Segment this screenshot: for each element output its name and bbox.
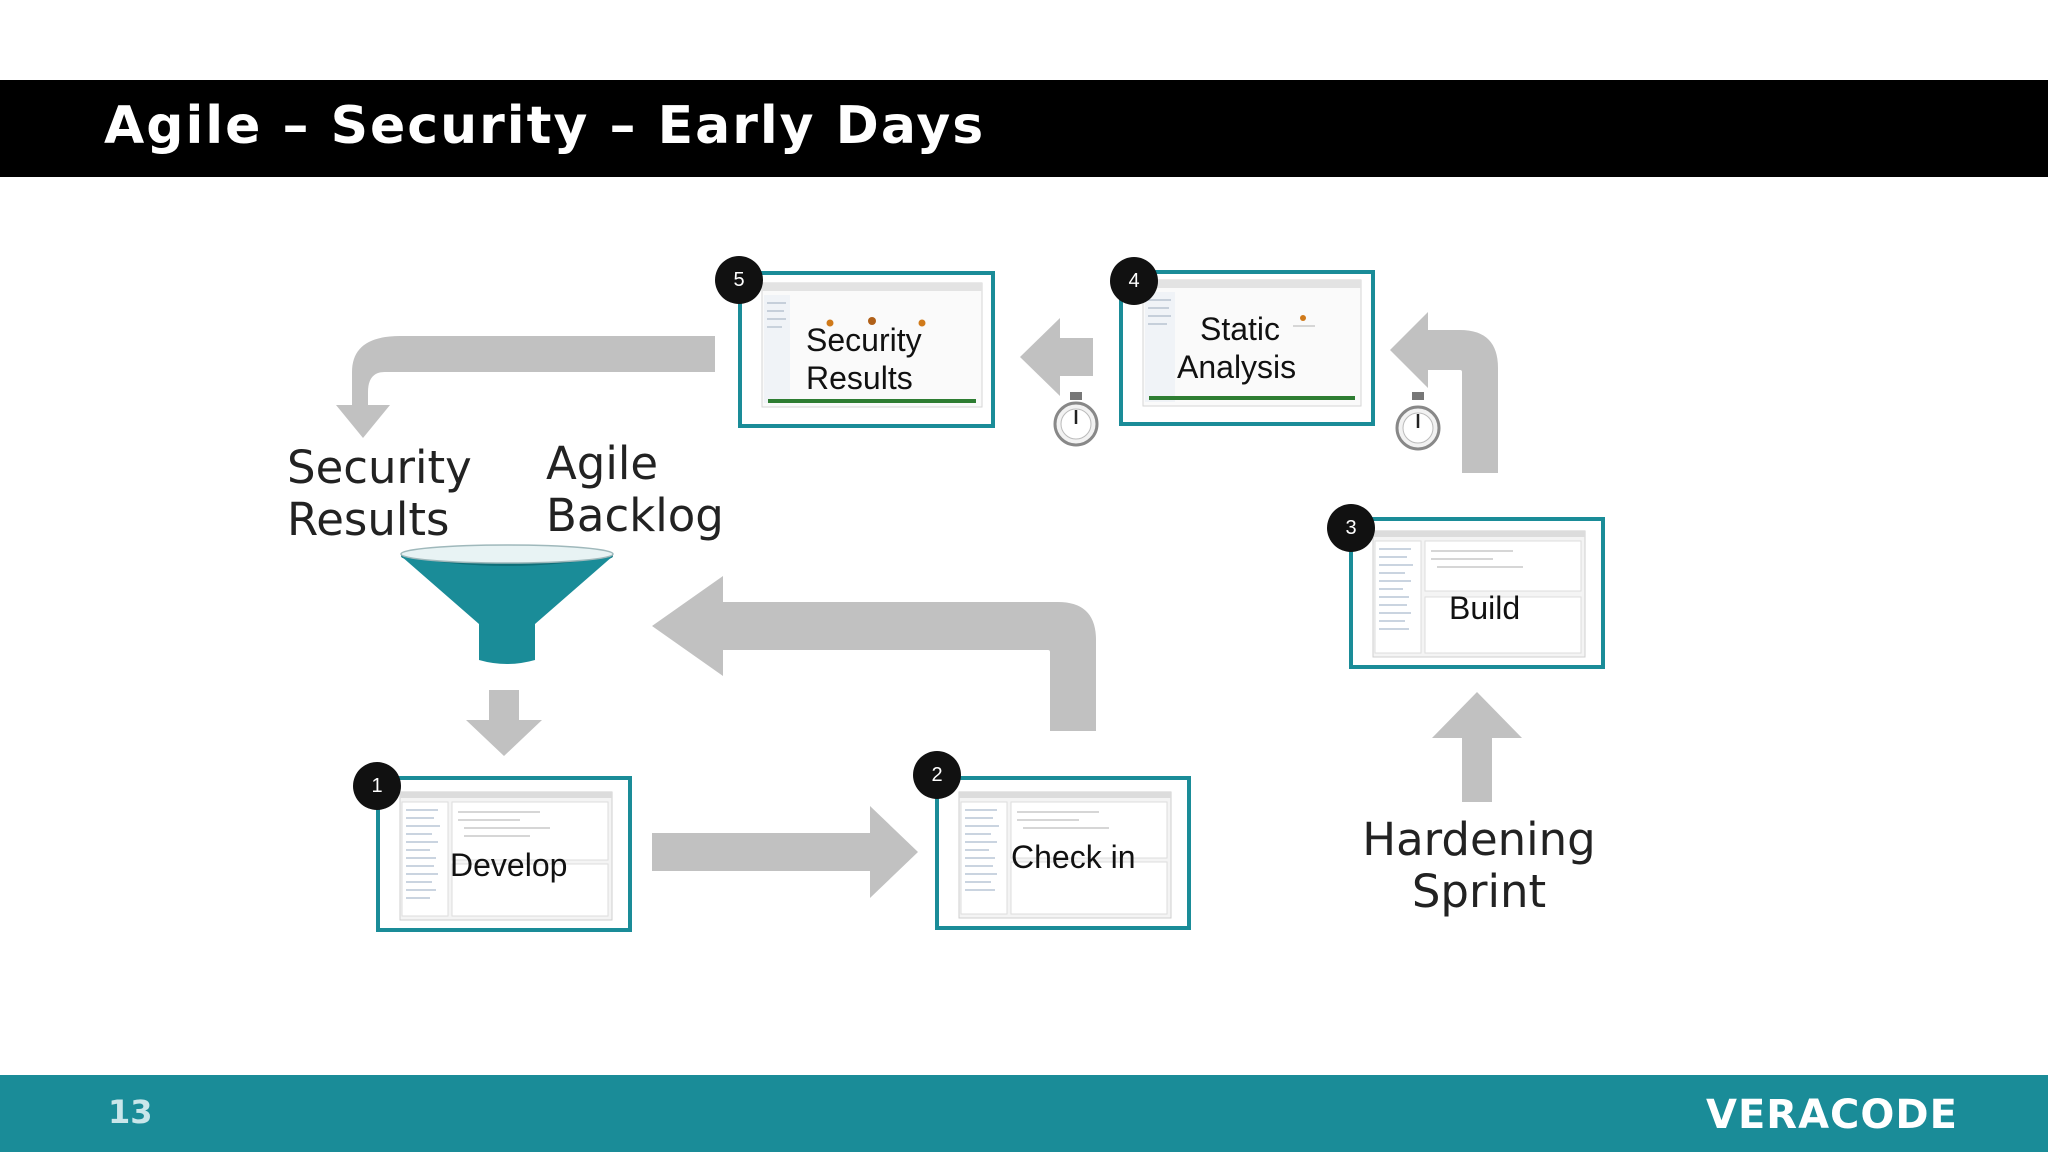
step-build: Build bbox=[1349, 517, 1605, 669]
arrow-hardening-to-build bbox=[1432, 692, 1522, 802]
web-screenshot-thumbnail bbox=[761, 282, 983, 408]
agile-backlog-label: Agile Backlog bbox=[546, 438, 724, 542]
step-3-badge: 3 bbox=[1327, 504, 1375, 552]
step-2-badge: 2 bbox=[913, 751, 961, 799]
arrow-checkin-to-backlog bbox=[652, 576, 1096, 731]
step-security-results-label-line2: Results bbox=[806, 360, 913, 396]
agile-backlog-label-line1: Agile bbox=[546, 437, 659, 490]
ide-screenshot-thumbnail bbox=[399, 791, 613, 921]
step-check-in-label: Check in bbox=[1011, 839, 1136, 875]
step-security-results: Security Results bbox=[738, 271, 995, 428]
footer-bar bbox=[0, 1075, 2048, 1152]
step-1-badge: 1 bbox=[353, 762, 401, 810]
slide-title: Agile – Security – Early Days bbox=[104, 96, 986, 156]
step-security-results-label: Security Results bbox=[806, 321, 922, 397]
step-develop: Develop bbox=[376, 776, 632, 932]
stopwatch-icon bbox=[1395, 392, 1441, 451]
step-static-analysis-label-line2: Analysis bbox=[1177, 349, 1297, 385]
step-security-results-label-line1: Security bbox=[806, 322, 922, 358]
title-bar bbox=[0, 80, 2048, 177]
security-results-label-line2: Results bbox=[287, 493, 450, 546]
funnel-icon bbox=[400, 544, 614, 664]
security-results-label: Security Results bbox=[287, 442, 472, 546]
brand-logo: VERACODE bbox=[1706, 1092, 1958, 1138]
step-check-in: Check in bbox=[935, 776, 1191, 930]
hardening-sprint-label-line1: Hardening bbox=[1362, 813, 1596, 866]
step-static-analysis-label-line1: Static bbox=[1199, 311, 1281, 347]
arrow-analysis-to-results bbox=[1020, 318, 1093, 396]
agile-backlog-label-line2: Backlog bbox=[546, 489, 724, 542]
arrow-results-to-backlog bbox=[336, 336, 715, 438]
ide-screenshot-thumbnail bbox=[1372, 530, 1586, 658]
step-static-analysis: Static Analysis bbox=[1119, 270, 1375, 426]
page-number: 13 bbox=[108, 1093, 153, 1131]
step-4-badge: 4 bbox=[1110, 257, 1158, 305]
stopwatch-icon bbox=[1053, 392, 1099, 447]
step-build-label: Build bbox=[1449, 590, 1521, 626]
ide-screenshot-thumbnail bbox=[958, 791, 1172, 919]
hardening-sprint-label: Hardening Sprint bbox=[1348, 814, 1610, 918]
hardening-sprint-label-line2: Sprint bbox=[1411, 865, 1547, 918]
arrow-build-to-analysis bbox=[1390, 312, 1498, 473]
step-5-badge: 5 bbox=[715, 256, 763, 304]
security-results-label-line1: Security bbox=[287, 441, 472, 494]
web-screenshot-thumbnail bbox=[1142, 279, 1362, 407]
arrow-funnel-to-develop bbox=[466, 690, 542, 756]
arrow-develop-to-checkin bbox=[652, 806, 918, 898]
step-static-analysis-label: Static Analysis bbox=[1177, 310, 1296, 386]
step-develop-label: Develop bbox=[450, 847, 568, 883]
